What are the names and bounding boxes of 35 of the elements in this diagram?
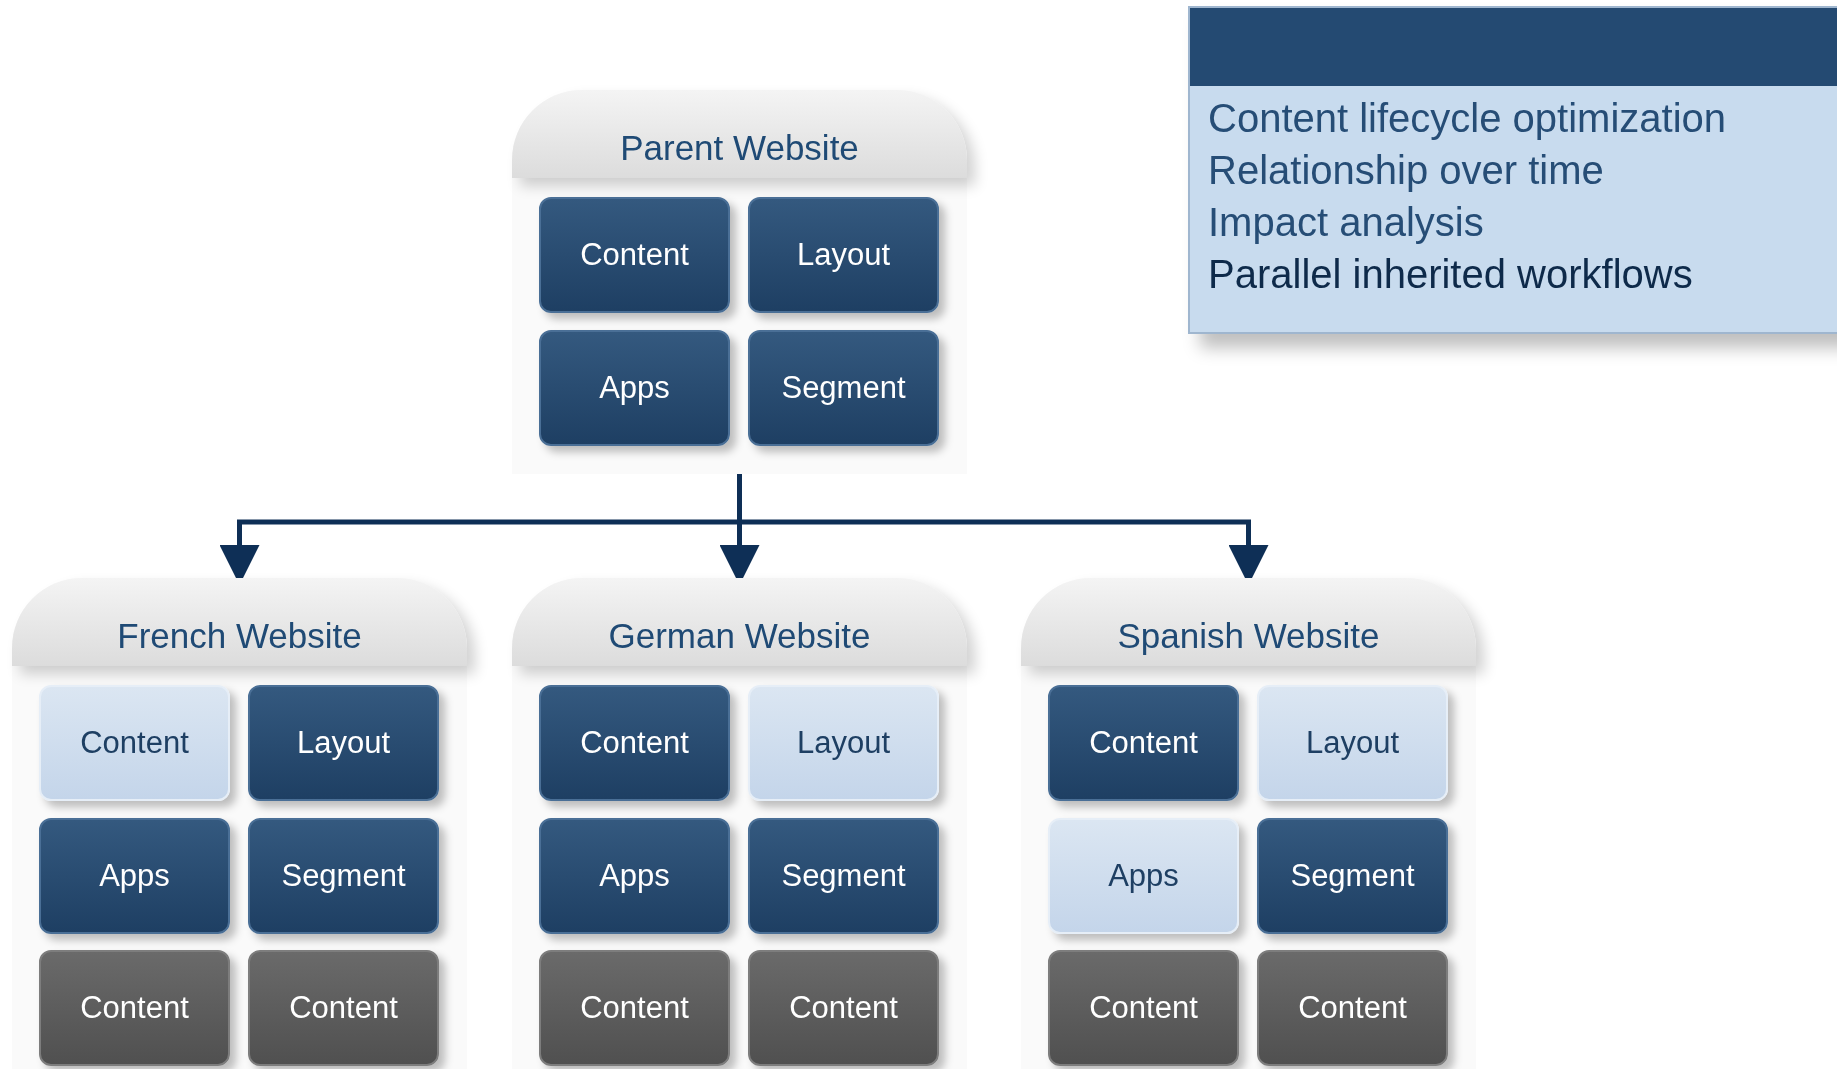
- website-group: [512, 90, 967, 474]
- website-title: German Website: [608, 616, 871, 657]
- feature-item: Content lifecycle optimization: [1208, 96, 1727, 141]
- feature-item: Impact analysis: [1208, 200, 1484, 245]
- component-tile: Layout: [748, 685, 939, 801]
- website-group: [1021, 578, 1476, 1069]
- component-tile: Content: [39, 685, 230, 801]
- website-title: Parent Website: [620, 128, 859, 169]
- component-tile: Apps: [39, 818, 230, 934]
- component-tile: Apps: [539, 818, 730, 934]
- component-tile: Content: [248, 950, 439, 1066]
- website-title: Spanish Website: [1117, 616, 1380, 657]
- component-tile: Apps: [1048, 818, 1239, 934]
- component-tile: Content: [539, 950, 730, 1066]
- component-tile: Content: [539, 685, 730, 801]
- feature-item: Relationship over time: [1208, 148, 1604, 193]
- component-tile: Layout: [248, 685, 439, 801]
- component-tile: Content: [1048, 950, 1239, 1066]
- component-tile: Content: [748, 950, 939, 1066]
- component-tile: Segment: [248, 818, 439, 934]
- component-tile: Layout: [748, 197, 939, 313]
- feature-panel: [1188, 6, 1837, 334]
- component-tile: Content: [1257, 950, 1448, 1066]
- component-tile: Segment: [748, 330, 939, 446]
- component-tile: Segment: [1257, 818, 1448, 934]
- component-tile: Layout: [1257, 685, 1448, 801]
- website-group: [512, 578, 967, 1069]
- component-tile: Segment: [748, 818, 939, 934]
- website-group: [12, 578, 467, 1069]
- component-tile: Content: [39, 950, 230, 1066]
- feature-item: Parallel inherited workflows: [1208, 252, 1693, 297]
- component-tile: Content: [1048, 685, 1239, 801]
- component-tile: Content: [539, 197, 730, 313]
- website-title: French Website: [117, 616, 362, 657]
- component-tile: Apps: [539, 330, 730, 446]
